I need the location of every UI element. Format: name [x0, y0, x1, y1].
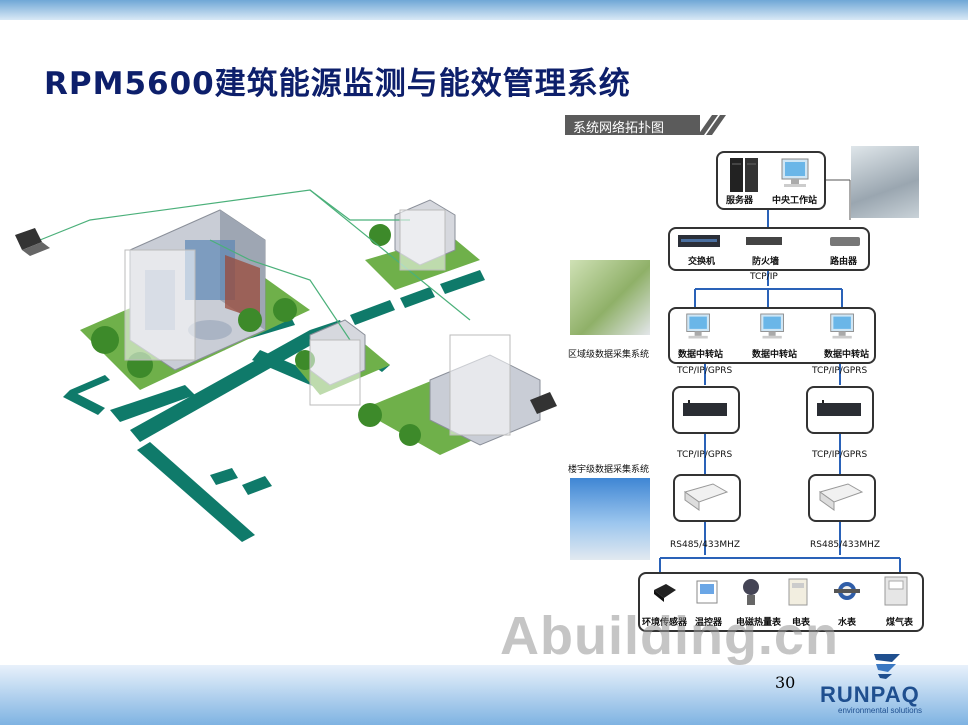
- tcpip-label: TCP/IP: [750, 272, 778, 282]
- device-label-water-meter: 水表: [838, 618, 857, 628]
- runpaq-logo: RUNPAQ environmental solutions: [820, 650, 930, 718]
- topology-tag-label: 系统网络拓扑图: [573, 121, 665, 136]
- control-room-photo: [851, 146, 919, 218]
- thermostat-icon: [696, 580, 718, 604]
- router-icon: [830, 237, 860, 246]
- firewall-icon: [746, 237, 782, 245]
- workstation-icon: [830, 313, 854, 339]
- electric-meter-icon: [788, 578, 808, 606]
- regional-photo: [570, 260, 650, 335]
- laptop-icon: [15, 228, 50, 256]
- campus-illustration: [15, 189, 557, 542]
- building-photo: [570, 478, 650, 560]
- workstation-label: 中央工作站: [772, 196, 818, 206]
- devices-box: 环境传感器 温控器 电磁热量表 电表 水表 煤气表: [638, 572, 924, 632]
- firewall-label: 防火墙: [752, 257, 780, 267]
- gas-meter-icon: [884, 576, 908, 606]
- router-label: 路由器: [830, 257, 858, 267]
- collector-icon: [683, 483, 729, 511]
- meter-panels: [124, 209, 511, 436]
- device-label-gas-meter: 煤气表: [886, 618, 914, 628]
- relay-label-2: 数据中转站: [752, 350, 798, 360]
- logo-tagline: environmental solutions: [838, 706, 923, 715]
- footer-band: [0, 665, 968, 725]
- rs485-label-right: RS485/433MHZ: [810, 540, 881, 550]
- gprs-label-left-2: TCP/IP/GPRS: [677, 450, 733, 460]
- network-lines: [39, 189, 471, 341]
- device-label-thermostat: 温控器: [695, 618, 723, 628]
- switch-label: 交换机: [688, 257, 716, 267]
- sensor-icon: [654, 584, 676, 602]
- gprs-label-right-1: TCP/IP/GPRS: [812, 366, 868, 376]
- relay-label-3: 数据中转站: [824, 350, 870, 360]
- logo-name: RUNPAQ: [820, 682, 920, 707]
- building-label: 楼宇级数据采集系统: [568, 465, 650, 475]
- page-title: RPM5600建筑能源监测与能效管理系统: [44, 66, 631, 102]
- server-label: 服务器: [726, 196, 754, 206]
- watermark: Abuilding.cn: [500, 606, 839, 666]
- workstation-icon: [781, 158, 809, 187]
- server-box: 服务器 中央工作站: [716, 151, 826, 210]
- gprs-label-right-2: TCP/IP/GPRS: [812, 450, 868, 460]
- top-bar: [0, 0, 968, 20]
- logo-mark-icon: [874, 654, 900, 679]
- gateway-icon: [817, 400, 861, 416]
- device-label-sensor: 环境传感器: [642, 618, 688, 628]
- regional-label: 区域级数据采集系统: [568, 350, 650, 360]
- device-label-electric-meter: 电表: [792, 618, 811, 628]
- water-meter-icon: [834, 582, 860, 600]
- gateway-box-left: [672, 386, 740, 434]
- workstation-icon: [760, 313, 784, 339]
- switch-icon: [678, 235, 720, 247]
- collector-box-left: [673, 474, 741, 522]
- rs485-label-left: RS485/433MHZ: [670, 540, 741, 550]
- heat-meter-icon: [743, 579, 759, 605]
- gateway-icon: [683, 400, 727, 416]
- topology-tag: 系统网络拓扑图: [565, 115, 727, 136]
- network-box: 交换机 防火墙 路由器: [668, 227, 870, 271]
- relay-label-1: 数据中转站: [678, 350, 724, 360]
- collector-box-right: [808, 474, 876, 522]
- gprs-label-left-1: TCP/IP/GPRS: [677, 366, 733, 376]
- gateway-box-right: [806, 386, 874, 434]
- collector-icon: [818, 483, 864, 511]
- laptop-icon-2: [530, 392, 557, 414]
- server-icon: [730, 158, 758, 192]
- relay-box: 数据中转站 数据中转站 数据中转站: [668, 307, 876, 364]
- page-number: 30: [775, 673, 796, 692]
- device-label-heat-meter: 电磁热量表: [736, 618, 782, 628]
- workstation-icon: [686, 313, 710, 339]
